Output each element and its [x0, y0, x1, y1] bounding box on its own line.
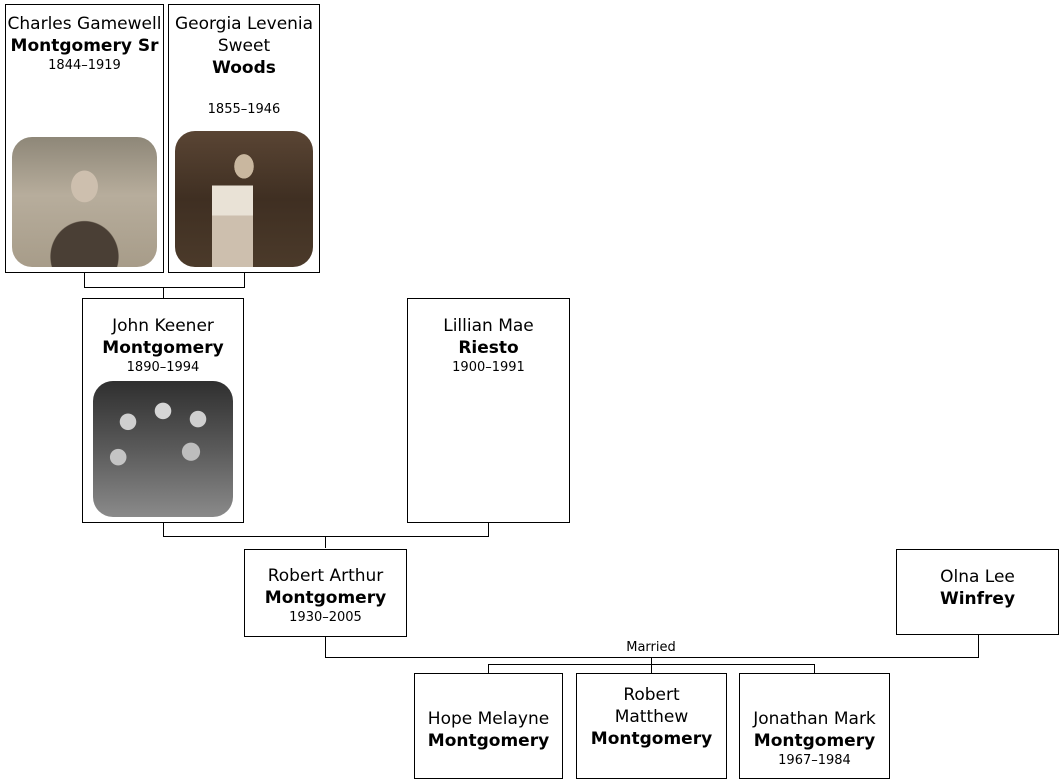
person-card-georgia[interactable]: Georgia Levenia Sweet Woods 1855–1946: [168, 4, 320, 273]
person-card-john[interactable]: John Keener Montgomery 1890–1994: [82, 298, 244, 523]
life-years: 1900–1991: [452, 360, 525, 375]
surname: Winfrey: [939, 589, 1016, 609]
given-names: Lillian Mae: [443, 316, 534, 336]
surname: Montgomery Sr: [10, 36, 159, 56]
family-photo: [93, 381, 233, 517]
person-card-charles[interactable]: Charles Gamewell Montgomery Sr 1844–1919: [5, 4, 164, 273]
surname: Montgomery: [427, 731, 550, 751]
life-years: 1855–1946: [207, 102, 281, 117]
life-years: 1967–1984: [778, 753, 851, 768]
given-names: John Keener: [112, 316, 214, 336]
surname: Montgomery: [264, 588, 387, 608]
given-names: Charles Gamewell: [7, 14, 162, 34]
connector-john-lillian: [163, 523, 489, 537]
surname: Riesto: [458, 338, 519, 358]
connector-charles-georgia: [84, 273, 245, 288]
surname: Montgomery: [102, 338, 224, 358]
surname: Woods: [212, 58, 276, 78]
given-names: Robert Arthur: [267, 566, 384, 586]
person-card-robert[interactable]: Robert Arthur Montgomery 1930–2005: [244, 549, 407, 637]
married-label: Married: [626, 640, 676, 655]
person-card-lillian[interactable]: Lillian Mae Riesto 1900–1991: [407, 298, 570, 523]
given-names: Georgia Levenia Sweet: [174, 14, 314, 56]
person-card-olna[interactable]: Olna Lee Winfrey: [896, 549, 1059, 635]
life-years: 1890–1994: [126, 360, 200, 375]
portrait-photo: [12, 137, 157, 267]
surname: Montgomery: [590, 729, 713, 749]
person-card-jonathan[interactable]: Jonathan Mark Montgomery 1967–1984: [739, 673, 890, 779]
person-card-hope[interactable]: Hope Melayne Montgomery: [414, 673, 563, 779]
life-years: 1844–1919: [48, 58, 121, 73]
given-names: Jonathan Mark: [753, 709, 876, 729]
given-names: Hope Melayne: [427, 709, 550, 729]
given-names: Robert Matthew: [614, 685, 689, 727]
surname: Montgomery: [753, 731, 876, 751]
life-years: 1930–2005: [289, 610, 362, 625]
given-names: Olna Lee: [940, 567, 1015, 587]
person-card-robert-matthew[interactable]: Robert Matthew Montgomery: [576, 673, 727, 779]
portrait-photo: [175, 131, 313, 267]
